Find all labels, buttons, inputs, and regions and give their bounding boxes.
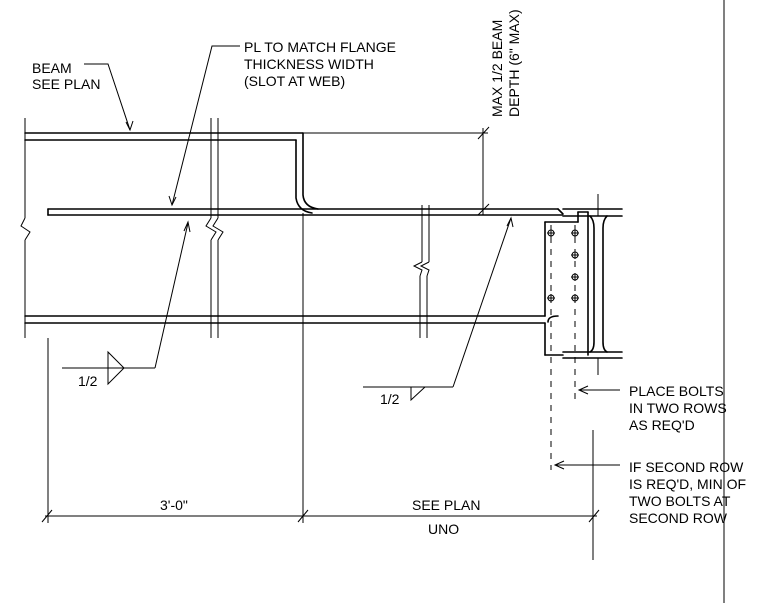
shear-plate	[544, 211, 589, 356]
second-row-label-line1: IF SECOND ROW	[629, 459, 744, 475]
plate-leader	[171, 45, 240, 206]
second-row-label-line3: TWO BOLTS AT	[629, 493, 731, 509]
bolts-label-line2: IN TWO ROWS	[629, 400, 727, 416]
bottom-dimension	[41, 509, 600, 523]
flange-plate	[47, 208, 564, 216]
beam-leader-arrow	[125, 120, 134, 132]
column-section	[562, 194, 623, 375]
dimension-right-label-top: SEE PLAN	[412, 497, 480, 513]
break-lines	[20, 118, 430, 338]
max-depth-label-line2: DEPTH (6" MAX)	[506, 9, 522, 117]
max-depth-dimension	[303, 126, 490, 216]
bolts-leader	[577, 385, 620, 395]
beam-leader	[84, 63, 131, 131]
dimension-left-label: 3'-0"	[160, 497, 188, 513]
plate-label-line1: PL TO MATCH FLANGE	[244, 39, 396, 55]
weld-symbol-right	[363, 216, 514, 402]
bolt-group	[547, 225, 579, 470]
second-row-leader	[553, 460, 620, 470]
weld-size-left: 1/2	[78, 373, 98, 389]
bolts-label-line1: PLACE BOLTS	[629, 383, 724, 399]
bolts-label-line3: AS REQ'D	[629, 417, 695, 433]
max-depth-label-line1: MAX 1/2 BEAM	[489, 20, 505, 117]
plate-label-line3: (SLOT AT WEB)	[244, 73, 345, 89]
beam-bottom-flange	[24, 315, 546, 324]
weld-symbol-left	[62, 220, 191, 386]
plate-label-line2: THICKNESS WIDTH	[244, 56, 374, 72]
beam-label-line1: BEAM	[32, 60, 72, 76]
beam-label-line2: SEE PLAN	[32, 76, 100, 92]
second-row-label-line4: SECOND ROW	[629, 510, 728, 526]
weld-size-right: 1/2	[380, 391, 400, 407]
beam-top-flange	[24, 132, 319, 214]
second-row-label-line2: IS REQ'D, MIN OF	[629, 476, 746, 492]
plate-leader-arrow	[168, 195, 177, 207]
dimension-right-label-bottom: UNO	[428, 521, 459, 537]
